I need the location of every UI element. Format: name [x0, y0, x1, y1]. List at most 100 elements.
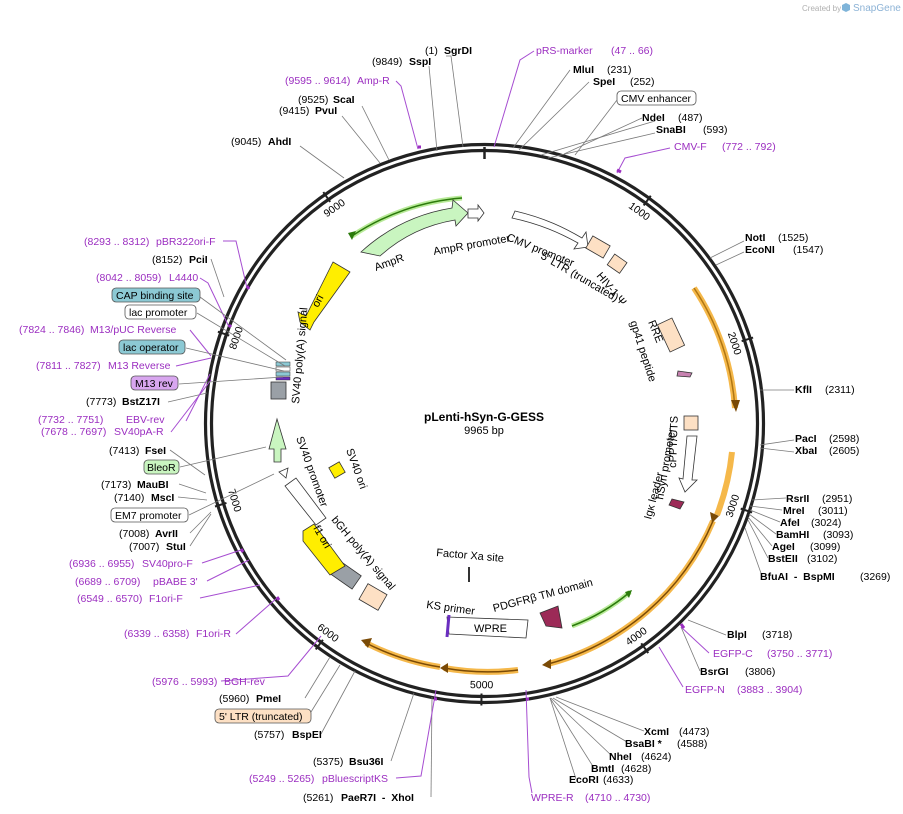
sv40-polya-feature[interactable]	[270, 381, 287, 400]
primer-name: EGFP-C	[713, 648, 753, 660]
primer-name: WPRE-R	[531, 792, 574, 804]
enzyme-pos: (2311)	[825, 384, 855, 396]
enzyme-pos: (3269)	[860, 571, 890, 583]
arrowhead	[542, 659, 551, 669]
feature-arc-orange[interactable]	[714, 451, 735, 517]
enzyme-pos: (1547)	[793, 244, 823, 256]
em7-feature[interactable]	[278, 467, 289, 479]
enzyme-name: BamHI	[776, 529, 809, 541]
gp41-feature[interactable]	[676, 370, 693, 378]
ruler-tick	[640, 642, 650, 654]
enzyme-pos: (1)	[425, 45, 438, 57]
ltr-feature[interactable]	[585, 235, 611, 259]
cmv-promoter-feature[interactable]	[511, 210, 589, 250]
enzyme-pos: (487)	[678, 112, 703, 124]
primer-name: M13/pUC Reverse	[90, 324, 177, 336]
ori-feature[interactable]	[297, 261, 351, 331]
sv40-promoter-feature[interactable]	[284, 477, 327, 526]
watermark-brand: SnapGene	[853, 3, 901, 14]
enzyme-pos: (3102)	[807, 553, 837, 565]
primer-range: (6936 .. 6955)	[69, 558, 134, 570]
primer-range: (7824 .. 7846)	[19, 324, 84, 336]
enzyme-name: BsaBI *	[625, 738, 663, 750]
boxed-label-em7: EM7 promoter	[110, 507, 189, 523]
arrowhead	[361, 638, 372, 648]
feature-arc-orange[interactable]	[364, 640, 441, 670]
svg-text:lac operator: lac operator	[123, 342, 179, 354]
feature-arc-green[interactable]	[571, 590, 632, 629]
enzyme-labels: (1) SgrDI (9849) SspI (9525) ScaI (9415)…	[86, 45, 890, 804]
ruler-tick-label: 3000	[724, 493, 743, 519]
enzyme-pos: (7007)	[129, 541, 159, 553]
enzyme-pos: (252)	[630, 76, 655, 88]
enzyme-name: AfeI	[780, 517, 800, 529]
enzyme-pos: (3011)	[818, 505, 848, 517]
feature-arc-orange-core	[443, 667, 519, 673]
ruler-tick	[642, 195, 652, 207]
enzyme-name: NotI	[745, 232, 765, 244]
enzyme-name: RsrII	[786, 493, 809, 505]
primer-name: pBluescriptKS	[322, 773, 388, 785]
backbone-outer	[203, 142, 766, 705]
hiv-psi-feature[interactable]	[606, 253, 628, 274]
enzyme-name: PmeI	[256, 693, 281, 705]
f1-ori-feature[interactable]	[302, 523, 346, 576]
bleor-feature[interactable]	[268, 417, 287, 463]
enzyme-pos: (5757)	[254, 729, 284, 741]
enzyme-name: PvuI	[315, 105, 337, 117]
enzyme-name: PciI	[189, 254, 208, 266]
enzyme-pos: (5375)	[313, 756, 343, 768]
label-wpre: WPRE	[474, 623, 507, 635]
bgh-polya-feature[interactable]	[358, 583, 388, 611]
primer-name: CMV-F	[674, 141, 707, 153]
enzyme-name: BmtI	[591, 763, 614, 775]
primer-range: (5249 .. 5265)	[249, 773, 314, 785]
ampr-promoter-feature[interactable]	[467, 203, 485, 223]
boxed-label-lac-operator: lac operator	[118, 339, 186, 355]
ruler-tick	[322, 191, 331, 203]
label-ks-primer: KS primer	[426, 599, 476, 618]
feature-arc-orange[interactable]	[691, 286, 738, 409]
enzyme-pos: (7008)	[119, 528, 149, 540]
enzyme-name: Bsu36I	[349, 756, 384, 768]
enzyme-pos: (7773)	[86, 396, 116, 408]
enzyme-name: BfuAI - BspMI	[760, 571, 835, 583]
label-factor-xa: Factor Xa site	[436, 547, 505, 565]
pdgfr-feature[interactable]	[539, 605, 563, 629]
enzyme-pos: (5261)	[303, 792, 333, 804]
feature-arc-green-core	[351, 197, 463, 237]
enzyme-name: BlpI	[727, 629, 747, 641]
enzyme-name: AvrII	[155, 528, 178, 540]
primer-name: L4440	[169, 272, 198, 284]
cap-site-feature[interactable]	[275, 361, 291, 367]
lac-operator-feature[interactable]	[275, 371, 291, 377]
ruler-tick	[741, 336, 754, 343]
feature-arc-orange-core	[547, 520, 714, 665]
feature-arc-orange-core	[693, 287, 736, 409]
enzyme-name: BspEI	[292, 729, 322, 741]
primer-name: BGH-rev	[224, 676, 266, 688]
primer-range: (8042 .. 8059)	[96, 272, 161, 284]
primer-range: (9595 .. 9614)	[285, 75, 350, 87]
igk-leader-feature[interactable]	[668, 498, 685, 510]
ruler-tick	[217, 330, 230, 337]
plasmid-size: 9965 bp	[464, 425, 504, 437]
label-ampr-promoter: AmpR promoter	[432, 233, 511, 258]
arrowhead	[440, 663, 448, 673]
enzyme-pos: (9045)	[231, 136, 261, 148]
ruler-tick	[314, 639, 324, 651]
rre-feature[interactable]	[656, 317, 686, 353]
hsyn-promoter-feature[interactable]	[678, 435, 698, 493]
svg-text:CMV enhancer: CMV enhancer	[621, 93, 692, 105]
sv40-ori-feature[interactable]	[328, 461, 346, 479]
enzyme-name: MscI	[151, 492, 174, 504]
ks-primer-feature[interactable]	[445, 614, 451, 638]
cppt-feature[interactable]	[683, 415, 699, 431]
svg-text:5' LTR (truncated): 5' LTR (truncated)	[219, 711, 303, 723]
enzyme-pos: (2605)	[829, 445, 859, 457]
primer-range: (7811 .. 7827)	[36, 360, 101, 372]
enzyme-pos: (9849)	[372, 56, 402, 68]
enzyme-pos: (4473)	[679, 726, 709, 738]
enzyme-name: MluI	[573, 64, 594, 76]
arrowhead	[625, 590, 632, 598]
